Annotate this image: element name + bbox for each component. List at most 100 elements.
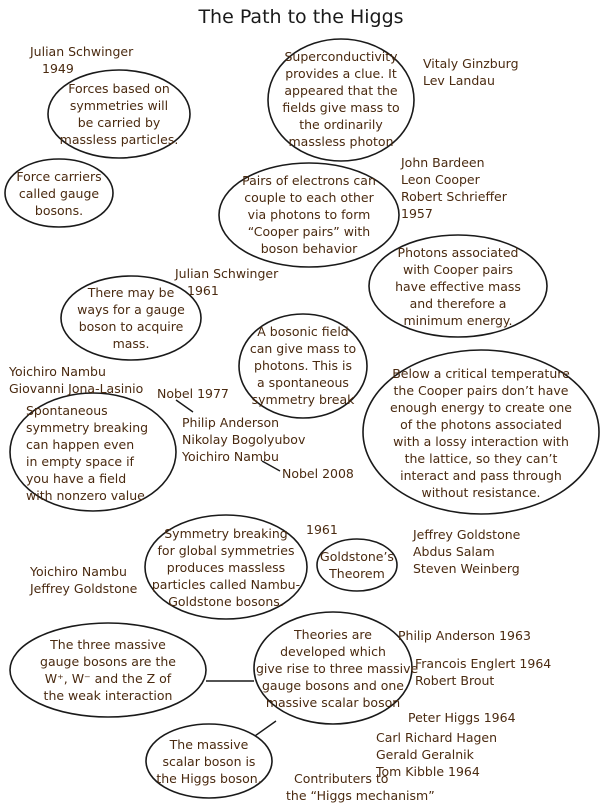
text-line: Pairs of electrons can [242,173,376,188]
bubble-text-photon-mass: Photons associated with Cooper pairs hav… [378,244,538,329]
person-name: Carl Richard Hagen [376,730,498,745]
person-name: Julian Schwinger [30,44,134,59]
label-nambu-jona: Yoichiro Nambu Giovanni Jona-Lasinio [9,363,143,397]
text-line: a spontaneous [257,375,349,390]
text-line: symmetries will [69,98,169,113]
bubble-photon-mass [368,234,548,338]
text-line: have effective mass [395,279,521,294]
text-line: Spontaneous [26,403,108,418]
label-schwinger-1961: Julian Schwinger 1961 [175,265,278,299]
text-line: appeared that the [284,83,398,98]
bubble-text-higgs-boson: The massive scalar boson is the Higgs bo… [154,736,264,787]
text-line: can give mass to [249,341,357,356]
text-line: massless photon [288,134,394,149]
page-title: The Path to the Higgs [198,6,404,28]
person-name: Julian Schwinger [175,266,279,281]
text-line: the ordinarily [299,117,383,132]
text-line: provides a clue. It [285,66,397,81]
bubble-text-superconductivity: Superconductivity provides a clue. It ap… [271,48,411,150]
label-ginzburg-landau: Vitaly Ginzburg Lev Landau [423,55,519,89]
year-label: 1957 [401,206,433,221]
text-line: scalar boson is [162,754,256,769]
person-name: Lev Landau [423,73,495,88]
text-line: Theories are [294,627,372,642]
text-line: the Higgs boson. [156,771,262,786]
bubble-three-bosons [9,622,207,718]
bubble-bosonic-field [238,313,368,419]
nobel-1977-pointer [175,399,194,413]
text-line: boson to acquire [78,319,184,334]
text-line: gauge bosons are the [40,654,176,669]
bubble-text-critical-temp: Below a critical temperature the Cooper … [371,365,591,501]
text-line: The three massive [50,637,166,652]
text-line: and therefore a [409,296,507,311]
year-label: 1949 [42,61,74,76]
bubble-text-gauge-mass: There may be ways for a gauge boson to a… [66,284,196,352]
bubble-text-gauge-bosons: Force carriers called gauge bosons. [9,168,109,219]
nobel-2008-pointer [261,460,281,472]
label-hagen-group: Carl Richard Hagen Gerald Geralnik Tom K… [376,729,497,780]
bubble-gauge-mass [60,275,202,361]
text-line: the lattice, so they can’t [404,451,558,466]
text-line: There may be [87,285,175,300]
label-anderson-1963: Philip Anderson 1963 [398,628,531,643]
text-line: fields give mass to [282,100,400,115]
person-name: Nikolay Bogolyubov [182,432,306,447]
text-line: in empty space if [26,454,134,469]
person-name: Abdus Salam [413,544,495,559]
caption-line: the “Higgs mechanism” [286,788,435,803]
text-line: symmetry break [251,392,355,407]
text-line: W⁺, W⁻ and the Z of [44,671,172,686]
bubble-superconductivity [267,38,415,162]
text-line: with Cooper pairs [403,262,513,277]
bubble-critical-temp [362,349,600,515]
text-line: mass. [112,336,150,351]
bubble-goldstone-theorem [316,538,398,592]
text-line: particles called Nambu- [151,577,301,592]
person-name: John Bardeen [401,155,485,170]
text-line: without resistance. [421,485,541,500]
text-line: via photons to form [247,207,371,222]
theories-to-higgs-line [251,720,277,739]
text-line: massive scalar boson [265,695,401,710]
text-line: be carried by [77,115,161,130]
label-goldstone-group: Jeffrey Goldstone Abdus Salam Steven Wei… [413,526,520,577]
text-line: Forces based on [68,81,170,96]
text-line: give rise to three massive [256,661,419,676]
bubble-text-global-symmetry: Symmetry breaking for global symmetries … [151,525,301,610]
text-line: couple to each other [244,190,374,205]
person-name: Philip Anderson [182,415,280,430]
bubble-text-bosonic-field: A bosonic field can give mass to photons… [243,323,363,408]
text-line: Photons associated [397,245,519,260]
text-line: ways for a gauge [77,302,185,317]
person-name: Jeffrey Goldstone [30,581,138,596]
text-line: the Cooper pairs don’t have [393,383,569,398]
text-line: enough energy to create one [390,400,572,415]
text-line: A bosonic field [257,324,349,339]
text-line: massless particles. [59,132,179,147]
label-nambu-goldstone: Yoichiro Nambu Jeffrey Goldstone [30,563,137,597]
text-line: “Cooper pairs” with [247,224,371,239]
label-higgs-1964: Peter Higgs 1964 [408,710,516,725]
label-bcs: John Bardeen Leon Cooper Robert Schrieff… [401,154,507,222]
text-line: developed which [280,644,386,659]
label-englert-brout: Francois Englert 1964 Robert Brout [415,655,551,689]
text-line: the weak interaction [43,688,173,703]
person-name: Jeffrey Goldstone [413,527,521,542]
person-name: Giovanni Jona-Lasinio [9,381,144,396]
text-line: boson behavior [260,241,358,256]
label-contributors: Contributers to the “Higgs mechanism” [286,770,435,804]
label-nobel-2008: Nobel 2008 [282,466,354,481]
label-nobel-1977: Nobel 1977 [157,386,229,401]
year-label: 1961 [187,283,219,298]
text-line: Theorem [329,566,385,581]
bubble-text-cooper-pairs: Pairs of electrons can couple to each ot… [224,172,394,257]
text-line: called gauge [18,186,100,201]
person-name: Francois Englert 1964 [415,656,552,671]
text-line: gauge bosons and one [261,678,405,693]
text-line: Below a critical temperature [392,366,570,381]
text-line: with nonzero value [26,488,145,503]
bubble-text-schwinger-symmetry: Forces based on symmetries will be carri… [54,80,184,148]
text-line: photons. This is [254,358,352,373]
